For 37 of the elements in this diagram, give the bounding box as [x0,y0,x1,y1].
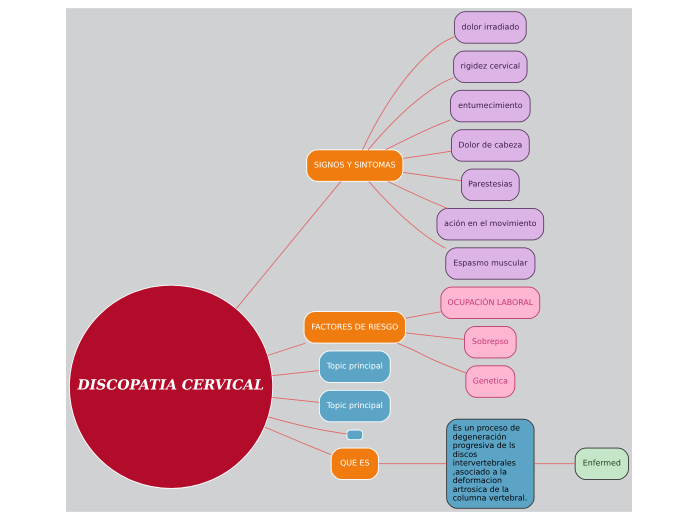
node-box: Genetica [464,365,515,398]
node-box: QUE ES [330,448,378,480]
connector [264,426,331,456]
node-box: Enfermed [574,448,628,480]
node-box: dolor irradiado [454,11,526,44]
node-box: entumecimiento [450,90,530,122]
connector [404,332,464,340]
node-box [346,430,363,440]
connector [367,77,454,150]
connector [402,172,462,182]
connector [396,342,466,374]
connector [271,370,319,376]
connector [267,416,347,434]
node-box: Parestesias [460,168,520,201]
connector [533,463,576,464]
connector [266,342,306,356]
connector [386,181,448,209]
connector [378,463,446,464]
node-box: OCUPACIÓN LABORAL [440,286,540,320]
connector [384,119,450,150]
connector [235,181,341,310]
connector [368,181,446,249]
node-box: Sobrepso [464,326,516,358]
connector [362,36,454,150]
node-box: Dolor de cabeza [450,129,530,162]
node-box: FACTORES DE RIESGO [303,311,406,344]
node-box: SIGNOS Y SINTOMAS [306,149,403,182]
node-box: Topic principal [318,390,390,422]
connector [404,311,441,319]
node-box: Topic principal [318,350,390,383]
node-circle: DISCOPATIA CERVICAL [68,284,273,489]
node-box: Es un proceso de degeneración progresiva de ls discos intervertebrales ,asociado a la deformacion artrosica de la columna vertebral. [446,418,534,509]
node-box: ación en el movimiento [436,208,544,240]
node-box: rigidez cervical [452,50,527,83]
node-box: Espasmo muscular [444,247,535,280]
connector [271,396,319,403]
connector [402,150,452,159]
